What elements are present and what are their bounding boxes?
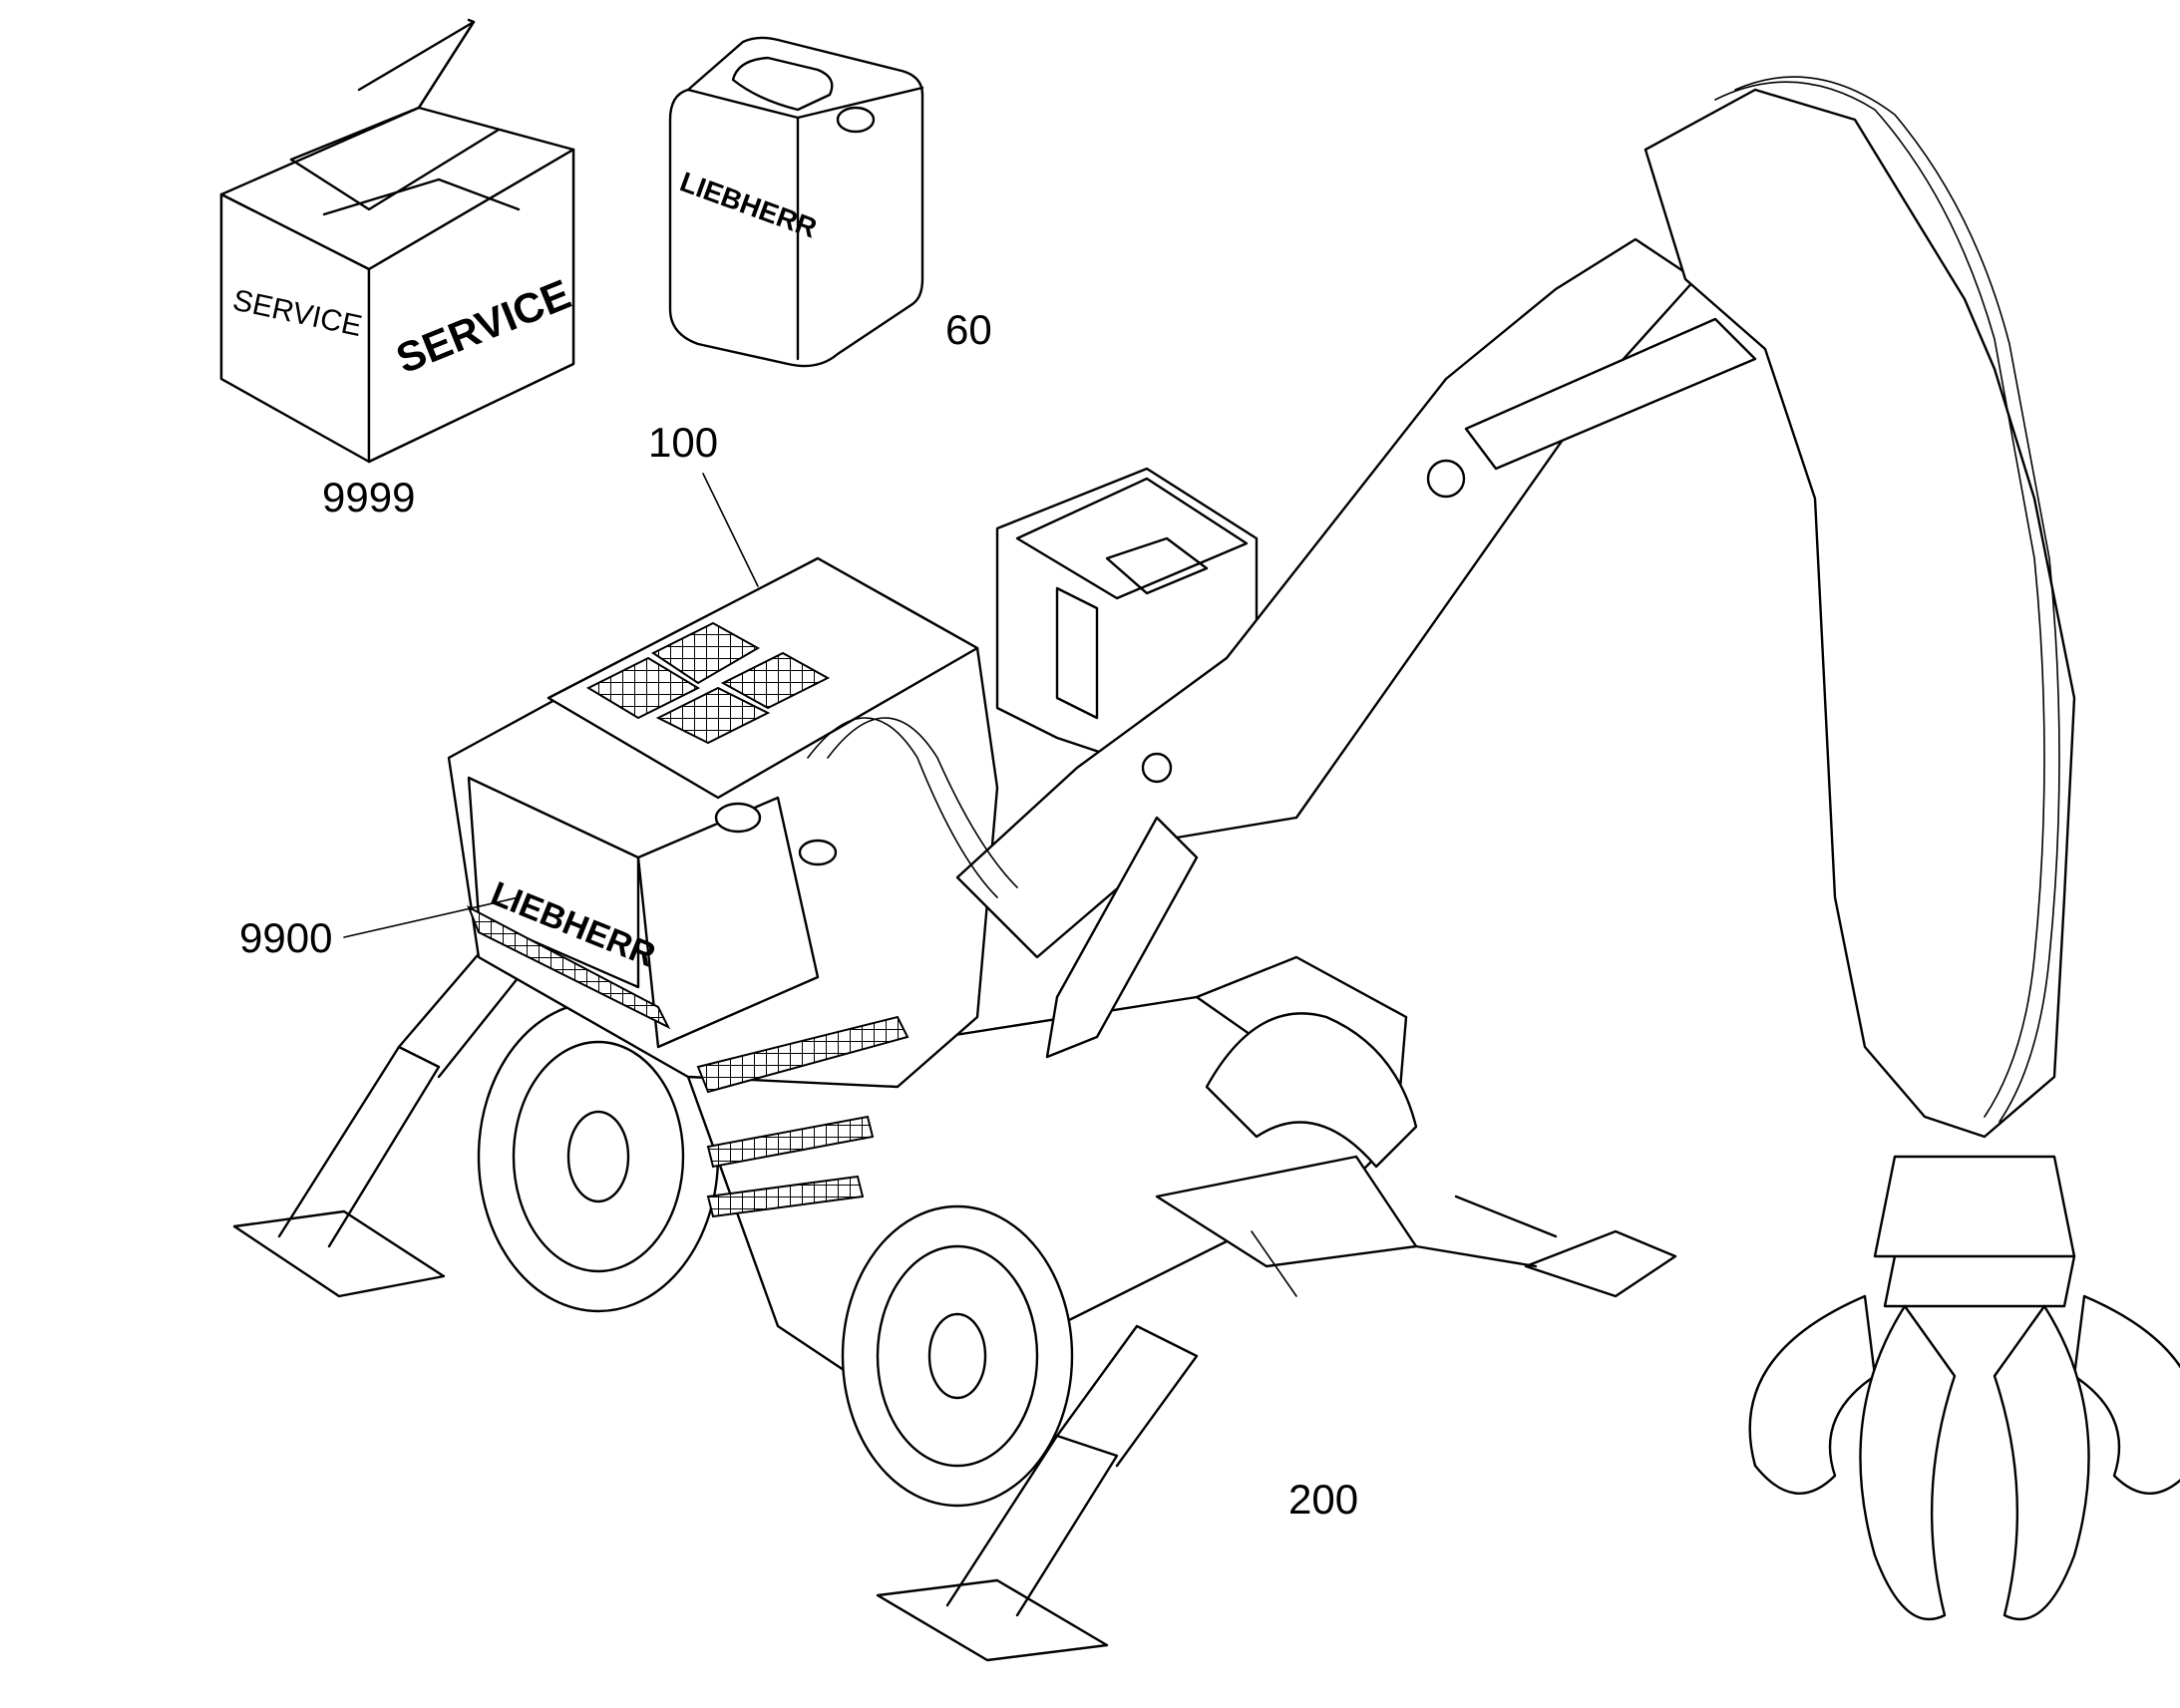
- grapple-hub: [1883, 1254, 2076, 1308]
- hood-grille-4: [720, 651, 831, 710]
- stick-cylinder: [1464, 317, 1757, 471]
- grapple-tine-left: [1748, 1294, 1877, 1495]
- side-step: [467, 904, 671, 1030]
- canister-handle: [731, 56, 834, 112]
- hydraulic-hose-2: [1734, 76, 2060, 1123]
- fuel-cap: [714, 802, 762, 834]
- outrigger-arm-front-right-2: [1454, 1195, 1558, 1238]
- outrigger-pad-rear-left: [232, 1209, 446, 1298]
- front-rim: [876, 1244, 1039, 1468]
- canister-cap: [836, 106, 876, 134]
- outrigger-arm-front-left: [1055, 1324, 1199, 1468]
- rear-rim: [512, 1040, 685, 1273]
- front-hub: [927, 1312, 987, 1400]
- box-flap-line-2: [322, 177, 521, 216]
- grapple: [1748, 1155, 2180, 1621]
- box-flap-line: [289, 128, 501, 211]
- box-flap-b: [357, 20, 476, 110]
- boom-hose-1: [807, 717, 998, 898]
- boom-foot-pin: [1141, 752, 1173, 784]
- boom-pin: [1426, 459, 1466, 499]
- grapple-tine-center-right: [1993, 1304, 2090, 1621]
- outrigger-front-left: [876, 1324, 1199, 1662]
- grapple-tine-center-left: [1859, 1304, 1957, 1621]
- grapple-rotator: [1873, 1155, 2076, 1258]
- step-3: [706, 1175, 865, 1218]
- upper-carriage: LIEBHERR: [447, 556, 999, 1218]
- hydraulic-cap: [798, 839, 838, 866]
- leader-100: [702, 473, 759, 587]
- box-right: [367, 148, 575, 464]
- callout-9999: 9999: [322, 474, 415, 520]
- boom-assembly: [807, 76, 2076, 1139]
- step-1: [696, 1015, 909, 1094]
- step-2: [706, 1115, 875, 1169]
- outrigger-leg-front-left: [945, 1434, 1119, 1617]
- leader-9900: [343, 896, 520, 938]
- right-tire: [1205, 1012, 1418, 1169]
- cab-roof: [1015, 477, 1249, 600]
- wheel-front: [841, 1204, 1074, 1508]
- hood-grille-3: [655, 686, 771, 745]
- boom-hose-2: [827, 717, 1018, 888]
- callout-100: 100: [648, 419, 718, 466]
- hood-grille-2: [651, 621, 761, 685]
- callout-60: 60: [945, 306, 992, 353]
- hood-grille-1: [585, 656, 701, 720]
- outrigger-pad-front-left: [876, 1578, 1109, 1662]
- rear-hub: [566, 1110, 630, 1203]
- outrigger-leg-rear-left: [277, 1045, 441, 1248]
- frame-top-edge: [1195, 955, 1408, 1139]
- callout-200: 200: [1288, 1476, 1358, 1523]
- grapple-tine-right: [2072, 1294, 2180, 1495]
- outrigger-pad-front-right: [1524, 1229, 1677, 1298]
- leader-lines: [343, 473, 1297, 1297]
- hydraulic-hose-1: [1714, 81, 2045, 1118]
- callout-9900: 9900: [239, 914, 332, 961]
- oil-canister: LIEBHERR: [668, 36, 924, 368]
- service-box: SERVICE SERVICE: [219, 18, 577, 464]
- stick-arm: [1643, 88, 2076, 1139]
- roof-hatch: [1105, 536, 1209, 595]
- side-panel-left: [467, 776, 640, 989]
- cab-window-front: [1055, 586, 1099, 720]
- boom-cylinder-1: [1045, 816, 1199, 1059]
- outrigger-arm-front-right: [1414, 1244, 1538, 1268]
- leader-200: [1251, 1230, 1297, 1297]
- outrigger-rear-left: [232, 940, 521, 1298]
- wheel-right: [1205, 1012, 1418, 1169]
